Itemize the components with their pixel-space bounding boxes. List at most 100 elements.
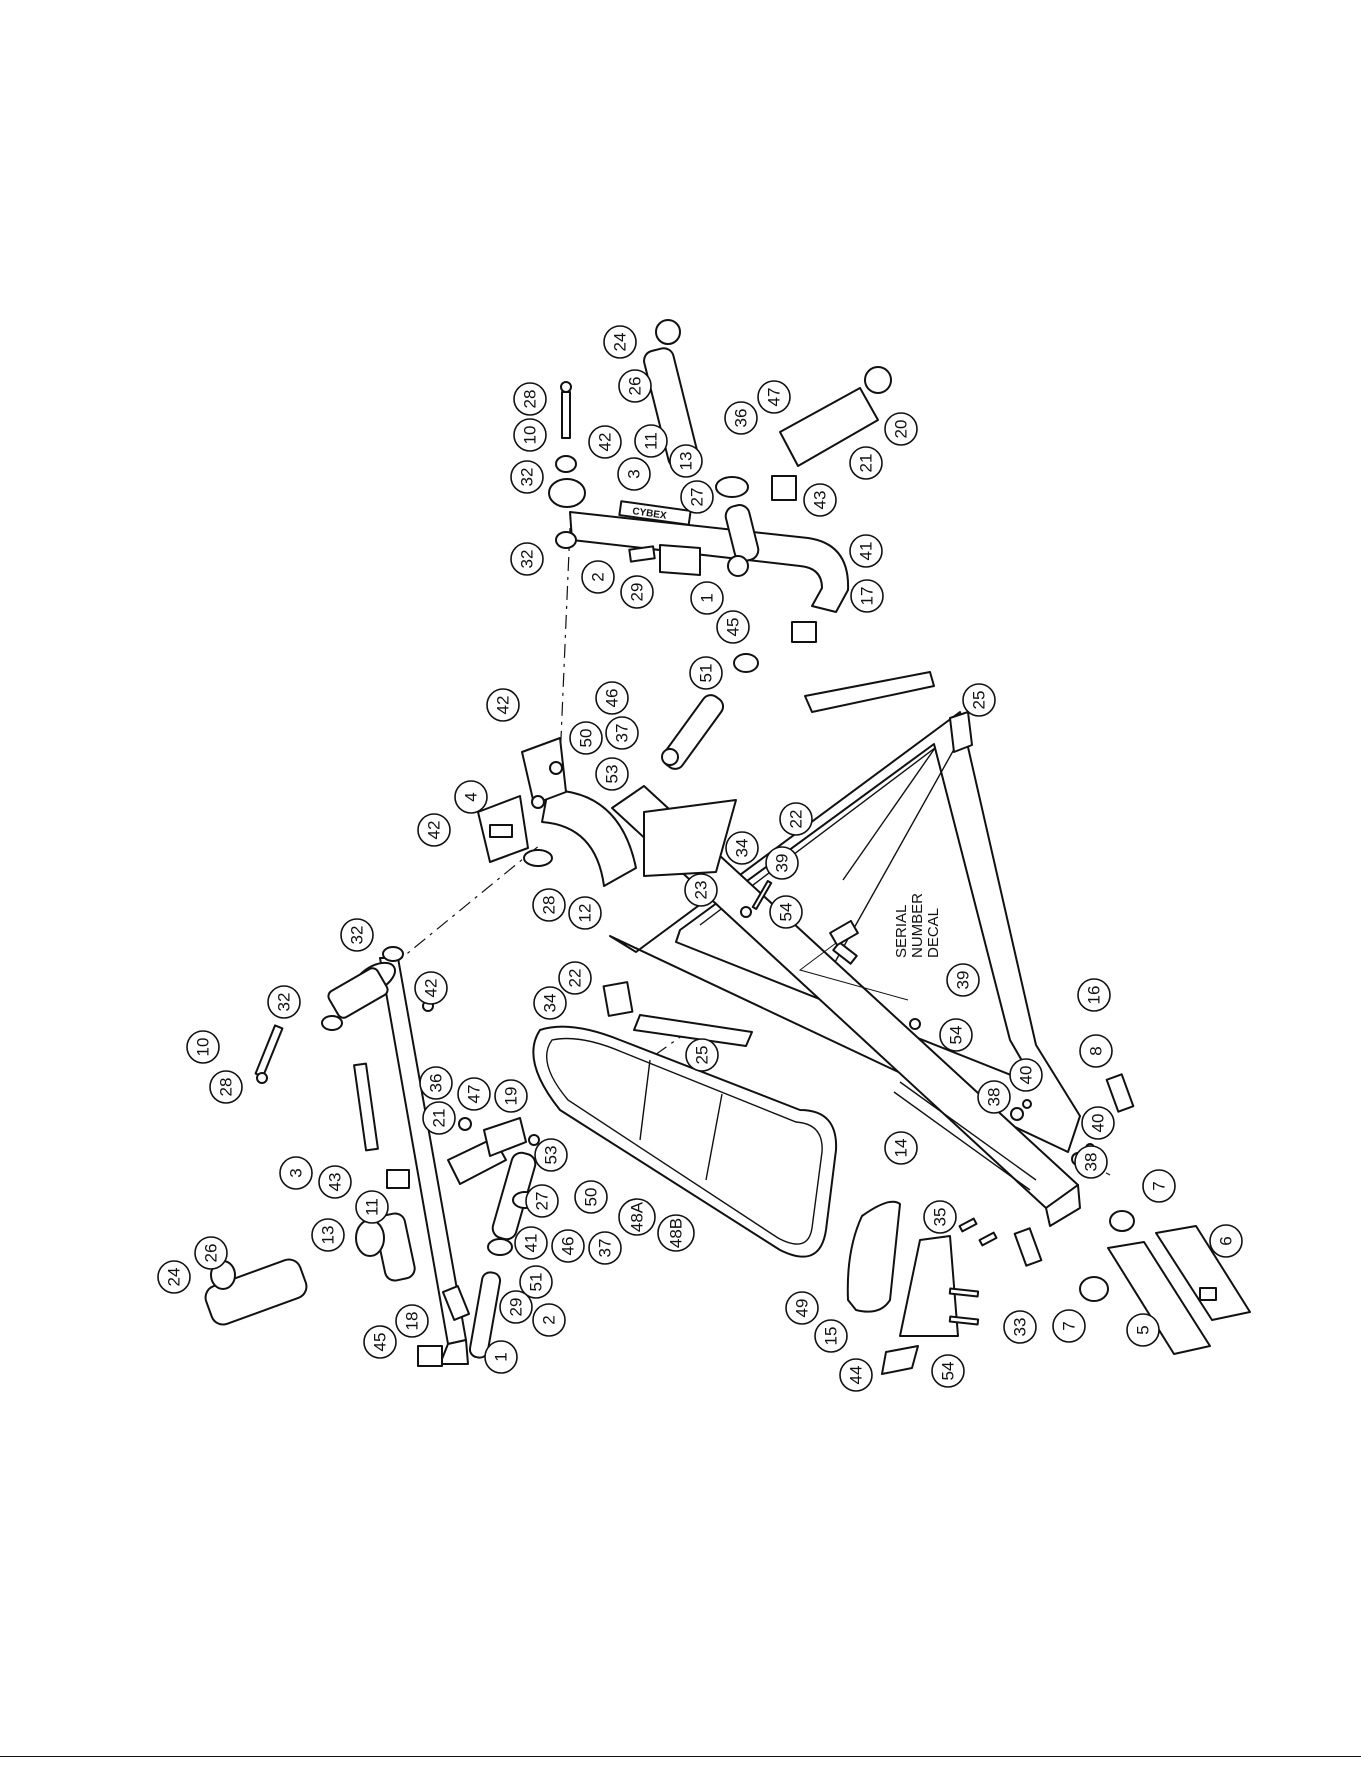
callout-number: 10 <box>521 426 540 445</box>
callout-number: 25 <box>970 691 989 710</box>
callout-28: 28 <box>533 889 565 921</box>
callout-13: 13 <box>670 445 702 477</box>
decal-label-line-1: SERIAL <box>893 905 910 958</box>
callout-46: 46 <box>596 682 628 714</box>
decal-label-line-3: DECAL <box>925 908 942 958</box>
callout-number: 44 <box>847 1366 866 1385</box>
callout-15: 15 <box>815 1320 847 1352</box>
callout-10: 10 <box>187 1031 219 1063</box>
callout-number: 27 <box>533 1192 552 1211</box>
callout-number: 43 <box>811 491 830 510</box>
callout-42: 42 <box>418 814 450 846</box>
callout-47: 47 <box>758 381 790 413</box>
callout-number: 14 <box>892 1139 911 1158</box>
callout-44: 44 <box>840 1359 872 1391</box>
callout-14: 14 <box>885 1132 917 1164</box>
callout-number: 32 <box>518 550 537 569</box>
callout-number: 40 <box>1089 1114 1108 1133</box>
callout-34: 34 <box>726 832 758 864</box>
callout-40: 40 <box>1082 1107 1114 1139</box>
callout-number: 41 <box>857 542 876 561</box>
callout-21: 21 <box>850 447 882 479</box>
callout-40: 40 <box>1010 1059 1042 1091</box>
callout-number: 13 <box>677 452 696 471</box>
callout-number: 36 <box>427 1074 446 1093</box>
callout-number: 32 <box>348 926 367 945</box>
callout-number: 39 <box>954 971 973 990</box>
callout-23: 23 <box>685 874 717 906</box>
callout-34: 34 <box>534 987 566 1019</box>
callout-number: 10 <box>194 1038 213 1057</box>
callout-28: 28 <box>514 383 546 415</box>
callout-16: 16 <box>1078 979 1110 1011</box>
callout-number: 47 <box>465 1085 484 1104</box>
callout-42: 42 <box>415 972 447 1004</box>
callout-46: 46 <box>552 1230 584 1262</box>
callout-8: 8 <box>1080 1035 1112 1067</box>
callout-number: 2 <box>589 572 608 581</box>
callout-number: 51 <box>527 1273 546 1292</box>
callout-18: 18 <box>396 1305 428 1337</box>
callout-number: 28 <box>217 1078 236 1097</box>
callout-number: 54 <box>939 1362 958 1381</box>
callout-number: 39 <box>773 854 792 873</box>
callout-number: 53 <box>603 765 622 784</box>
foot-rest <box>848 1202 997 1374</box>
callout-number: 51 <box>697 664 716 683</box>
callout-number: 42 <box>425 821 444 840</box>
callout-number: 3 <box>287 1168 306 1177</box>
callout-53: 53 <box>596 758 628 790</box>
callout-number: 48B <box>667 1218 686 1248</box>
callout-number: 41 <box>522 1234 541 1253</box>
callout-54: 54 <box>940 1019 972 1051</box>
callout-number: 35 <box>931 1208 950 1227</box>
callout-32: 32 <box>341 919 373 951</box>
callout-11: 11 <box>635 425 667 457</box>
callout-number: 29 <box>628 583 647 602</box>
callout-37: 37 <box>606 717 638 749</box>
callout-36: 36 <box>420 1067 452 1099</box>
callout-number: 6 <box>1217 1236 1236 1245</box>
callout-26: 26 <box>619 370 651 402</box>
callout-24: 24 <box>158 1261 190 1293</box>
callout-43: 43 <box>319 1166 351 1198</box>
callout-number: 34 <box>541 994 560 1013</box>
callout-13: 13 <box>312 1219 344 1251</box>
callout-33: 33 <box>1004 1311 1036 1343</box>
callout-number: 47 <box>765 388 784 407</box>
callout-number: 7 <box>1150 1181 1169 1190</box>
callout-45: 45 <box>717 611 749 643</box>
callout-number: 49 <box>793 1299 812 1318</box>
callout-26: 26 <box>195 1237 227 1269</box>
callout-19: 19 <box>495 1080 527 1112</box>
callout-number: 46 <box>559 1237 578 1256</box>
callout-1: 1 <box>691 582 723 614</box>
callout-number: 16 <box>1085 986 1104 1005</box>
callout-number: 32 <box>275 993 294 1012</box>
callout-28: 28 <box>210 1071 242 1103</box>
callout-number: 23 <box>692 881 711 900</box>
callout-number: 15 <box>822 1327 841 1346</box>
callout-41: 41 <box>515 1227 547 1259</box>
callout-number: 27 <box>688 488 707 507</box>
callout-32: 32 <box>268 986 300 1018</box>
callout-number: 18 <box>403 1312 422 1331</box>
callout-48A: 48A <box>619 1199 655 1235</box>
callout-number: 54 <box>777 903 796 922</box>
callout-22: 22 <box>780 803 812 835</box>
callout-11: 11 <box>356 1191 388 1223</box>
callout-number: 25 <box>693 1046 712 1065</box>
callout-49: 49 <box>786 1292 818 1324</box>
callout-number: 29 <box>507 1298 526 1317</box>
callout-47: 47 <box>458 1078 490 1110</box>
callout-39: 39 <box>766 847 798 879</box>
callout-32: 32 <box>511 543 543 575</box>
callout-50: 50 <box>570 722 602 754</box>
callout-number: 28 <box>540 896 559 915</box>
callout-number: 33 <box>1011 1318 1030 1337</box>
callout-54: 54 <box>770 896 802 928</box>
callout-number: 22 <box>566 969 585 988</box>
callout-41: 41 <box>850 535 882 567</box>
callout-43: 43 <box>804 484 836 516</box>
callout-number: 50 <box>582 1188 601 1207</box>
